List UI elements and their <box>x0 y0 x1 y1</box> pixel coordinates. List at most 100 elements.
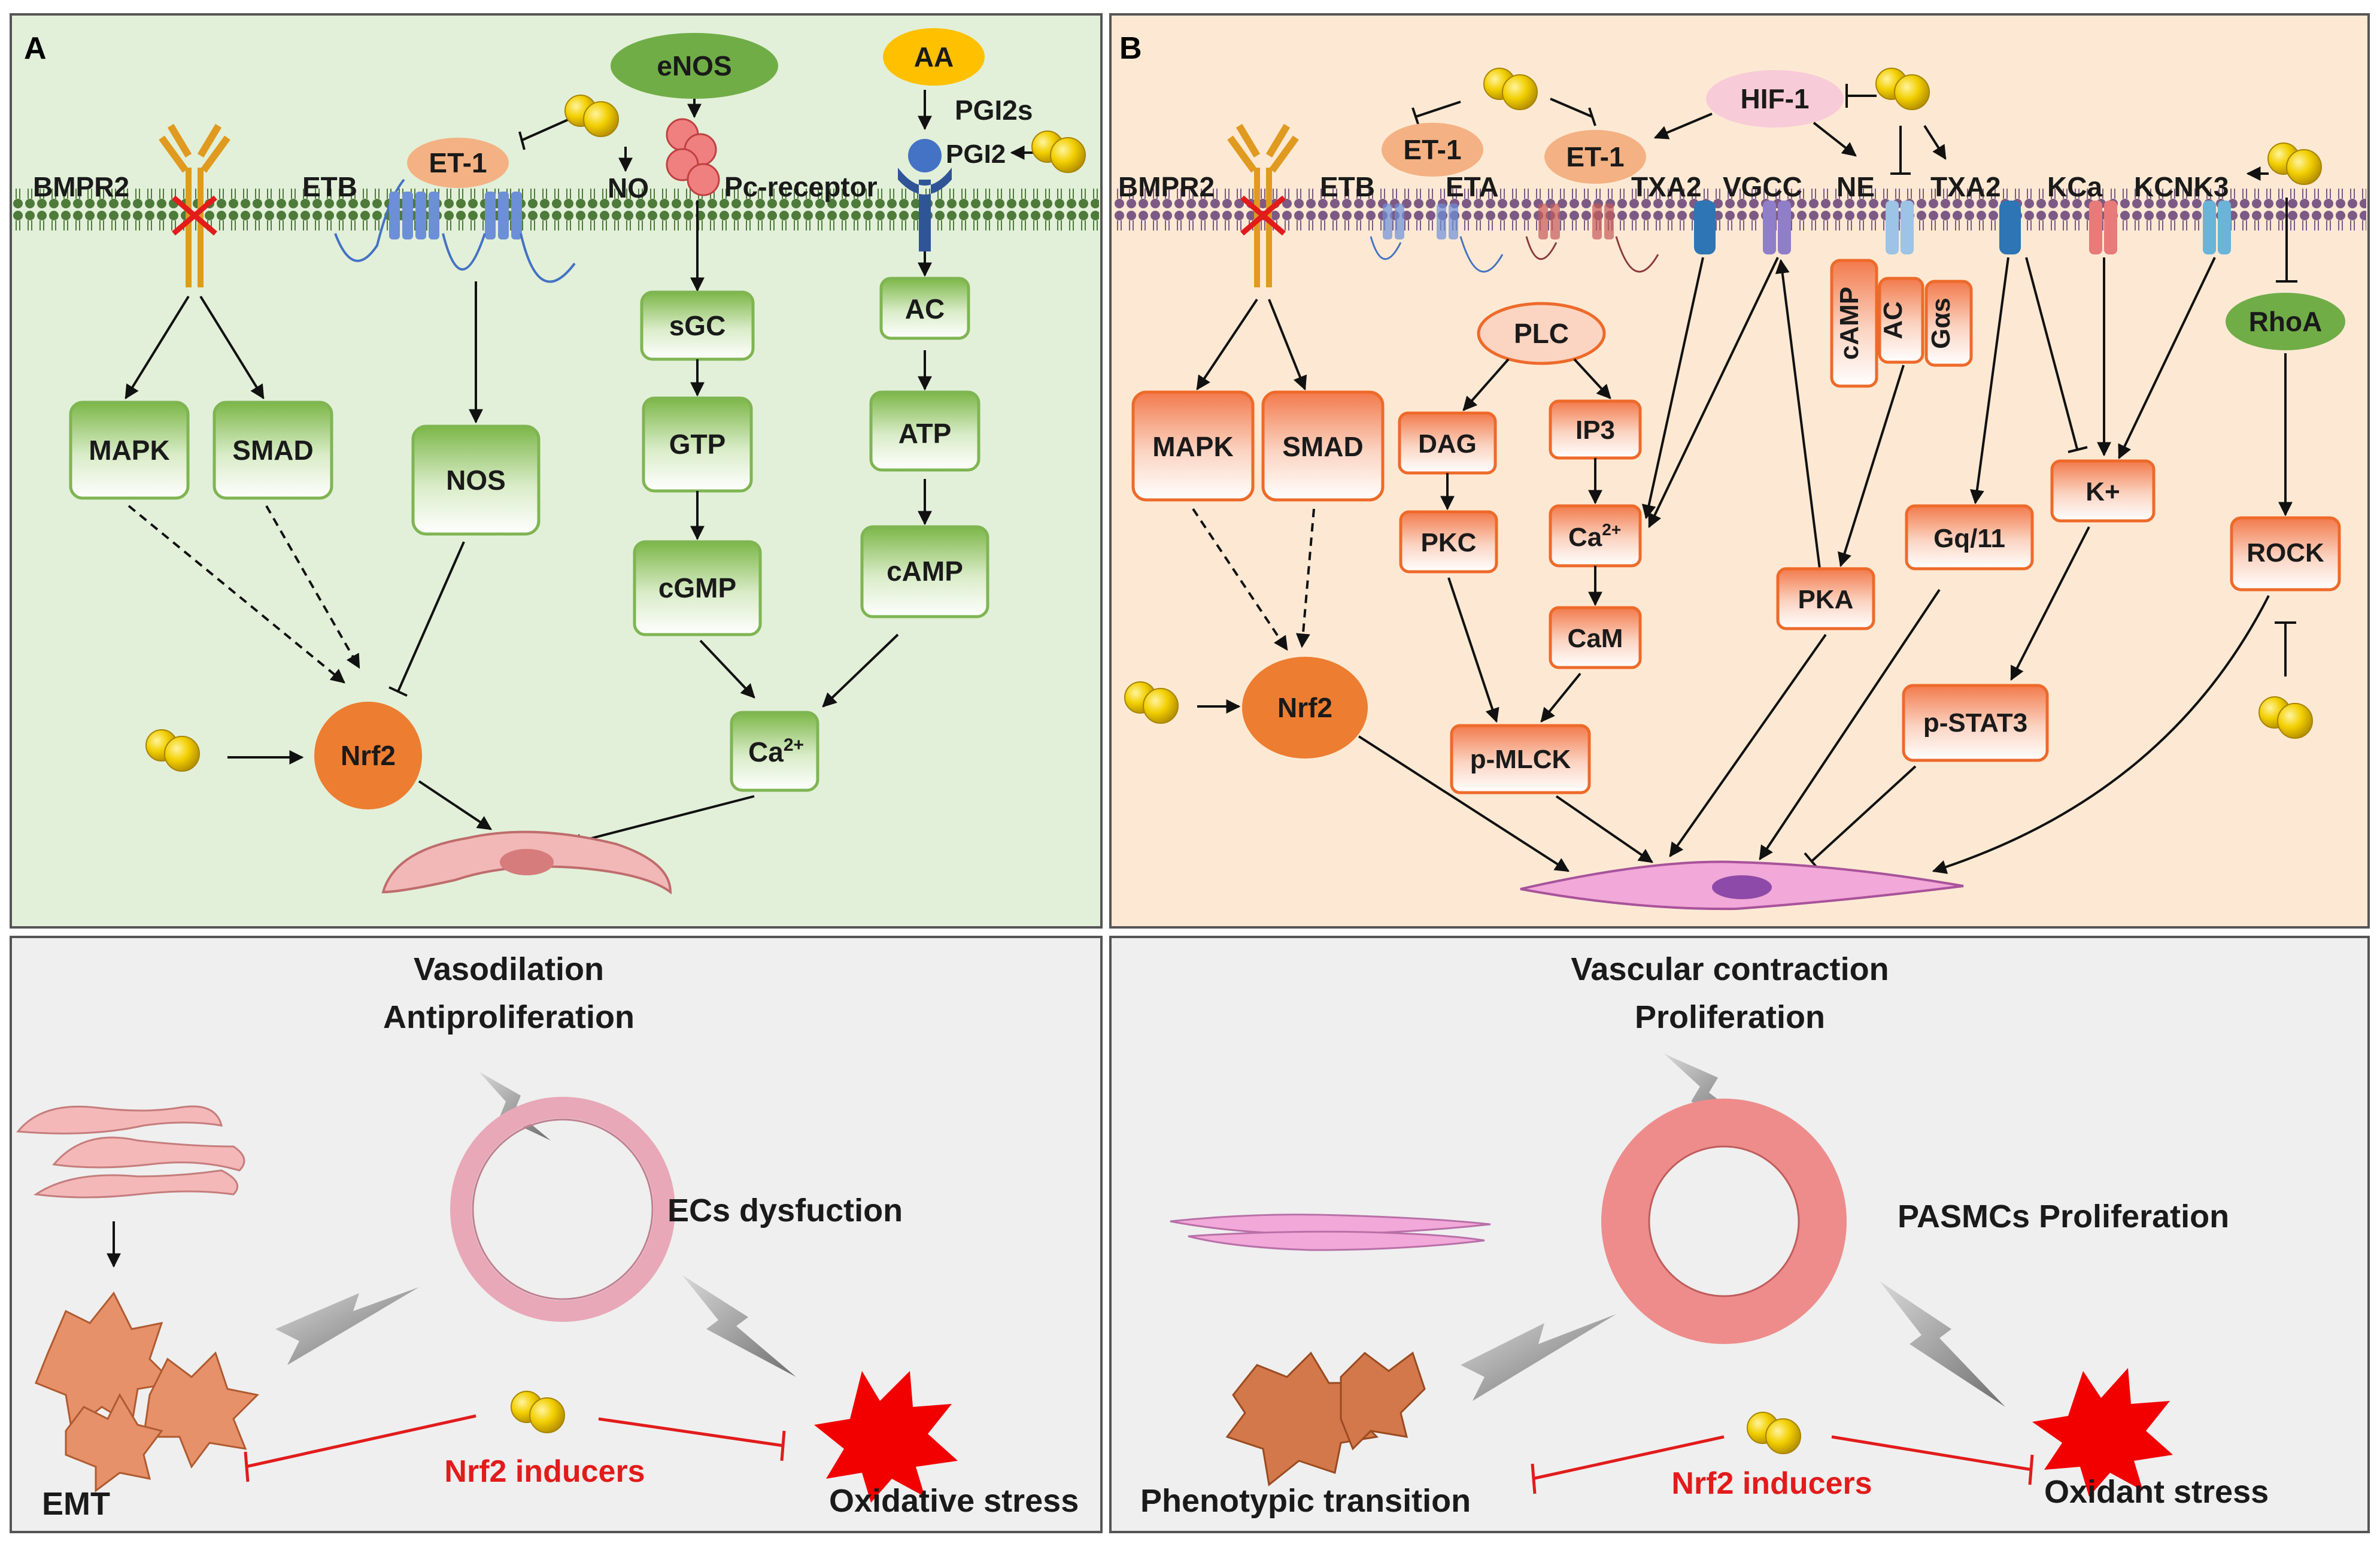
panel-b-hif1-to-ne-arrow <box>1813 122 1857 157</box>
panel-b-hif1-node <box>1706 70 1844 128</box>
panel-b-eta-receptor <box>1525 204 1659 273</box>
panel-a-enos-node <box>611 33 778 99</box>
panel-b-pstat3-box <box>1902 684 2049 762</box>
bottom-right-inducers-to-transition-inhibit <box>1531 1435 1725 1494</box>
panel-a-cgmp-label: cGMP <box>658 572 736 603</box>
panel-b-cam-box <box>1549 606 1642 669</box>
bottom-left-stress-label: Oxidative stress <box>829 1483 1079 1519</box>
panel-b-hif1-label: HIF-1 <box>1741 83 1810 114</box>
panel-a-membrane <box>13 189 1099 230</box>
panel-b-ac-box <box>1878 277 1924 364</box>
panel-b-membrane <box>1113 189 2366 230</box>
bottom-right-bolt-top <box>1664 1054 1748 1123</box>
panel-a-np-to-et1-inhibit <box>518 116 575 150</box>
panel-a-smad-label: SMAD <box>232 435 313 466</box>
panel-a-pgi2-ligand <box>908 139 942 172</box>
panel-b-ca-label: Ca2+ <box>1568 520 1621 552</box>
panel-b-gq11-label: Gq/11 <box>1933 524 2005 553</box>
bottom-left-ring-label: ECs dysfuction <box>667 1193 903 1228</box>
panel-b-smad-box <box>1261 390 1385 502</box>
panel-b-np-to-et1-left-inhibit <box>1411 101 1461 126</box>
panel-b-np-to-txa2-arrow <box>1923 125 1947 160</box>
panel-b-pkc-label: PKC <box>1421 528 1477 557</box>
panel-b-nrf2-node <box>1242 657 1368 759</box>
panel-a-gtp-label: GTP <box>669 429 726 460</box>
panel-b-rock-box <box>2230 516 2341 591</box>
panel-a-ca-label: Ca2+ <box>748 735 804 768</box>
panel-a-atp-label: ATP <box>898 418 952 449</box>
panel-b-bmpr2-receptor <box>1227 123 1299 287</box>
panel-a-bmpr2-receptor <box>159 123 230 287</box>
bottom-left-inducers-to-stress-inhibit <box>598 1417 786 1461</box>
panel-b-ne-label: NE <box>1836 171 1875 202</box>
panel-b-bmpr2-to-mapk-arrow <box>1196 298 1258 390</box>
panel-a-letter: A <box>24 31 47 66</box>
panel-b-etb-label: ETB <box>1320 171 1375 202</box>
panel-b-plc-node <box>1477 302 1606 365</box>
panel-b-bmpr2-label: BMPR2 <box>1118 171 1215 202</box>
panel-b-rhoa-node <box>2226 293 2345 350</box>
panel-b-np-to-rhoa-inhibit <box>2276 198 2297 283</box>
panel-b-et1-right-node <box>1544 130 1646 184</box>
bottom-right-oxidant-stress-burst <box>2032 1368 2173 1497</box>
panel-b-plc-to-ip3-arrow <box>1573 358 1611 399</box>
panel-b-ip3-label: IP3 <box>1575 415 1615 445</box>
panel-a-sgc-label: sGC <box>669 310 726 341</box>
panel-b-kplus-box <box>2050 459 2156 523</box>
panel-b-pmlck-label: p-MLCK <box>1470 745 1571 774</box>
panel-a-cell-nucleus <box>500 849 554 875</box>
panel-a-ca-box <box>730 711 819 792</box>
panel-b-ca-superscript: 2+ <box>1602 520 1621 539</box>
panel-b-pmlck-box <box>1450 724 1591 794</box>
panel-b-vgcc-to-ca-arrow <box>1648 257 1779 529</box>
panel-b-pka-box <box>1776 567 1875 630</box>
panel-b-pka-label: PKA <box>1798 585 1854 614</box>
bottom-right-smc-cluster <box>1170 1214 1491 1251</box>
panel-a-pgi2-label: PGI2 <box>946 139 1006 169</box>
panel-b-smad-to-nrf2-dashed-arrow <box>1295 508 1315 648</box>
panel-a-ca-superscript: 2+ <box>784 735 804 755</box>
bottom-left-oxidative-stress-burst <box>814 1371 958 1503</box>
panel-b-camp-box <box>1830 259 1878 388</box>
bottom-right-phenotypic-cells <box>1225 1351 1426 1487</box>
panel-a-bmpr2-label: BMPR2 <box>33 171 129 202</box>
panel-b-bmpr2-to-smad-arrow <box>1268 299 1307 391</box>
panel-a-ac-box <box>879 277 970 340</box>
bottom-left-bolt-top <box>479 1072 551 1140</box>
panel-b-kplus-label: K+ <box>2085 477 2120 506</box>
panel-b-ne-receptor <box>1886 201 1914 254</box>
bottom-left-bolt-left <box>275 1287 419 1365</box>
panel-b-pka-to-vgcc-arrow <box>1775 259 1821 569</box>
panel-b-pkc-to-pmlck-arrow <box>1447 577 1499 723</box>
panel-b-kcnk3-to-kplus-arrow <box>2118 257 2216 460</box>
panel-b-kplus-to-pstat3-arrow <box>2010 526 2090 681</box>
panel-a-et1-node <box>407 138 509 188</box>
panel-b-rhoa-label: RhoA <box>2249 306 2323 337</box>
panel-a-mapk-box <box>69 401 190 500</box>
panel-b-pkc-box <box>1399 510 1498 574</box>
panel-b-plc-label: PLC <box>1514 318 1569 349</box>
panel-b-txa2-to-ca-arrow <box>1641 257 1704 520</box>
panel-b-kca-channel <box>2089 201 2117 254</box>
panel-a-enos-label: eNOS <box>657 50 731 81</box>
panel-b-np-to-ne-inhibit <box>1890 126 1911 175</box>
panel-a-nos-to-nrf2-inhibit <box>388 541 465 697</box>
panel-a-ca-to-cell-arrow <box>567 795 755 848</box>
panel-b-cell-nucleus <box>1712 875 1772 899</box>
bottom-right-title-line2: Proliferation <box>1635 999 1825 1035</box>
panel-a-bmpr2-to-smad-arrow <box>199 295 265 400</box>
panel-b-vgcc-channel <box>1763 201 1791 254</box>
panel-b-rock-label: ROCK <box>2247 538 2324 568</box>
bottom-left-title-line1: Vasodilation <box>414 951 604 987</box>
panel-b-gq11-to-cell-arrow <box>1759 589 1941 860</box>
panel-b-gas-box <box>1924 280 1973 367</box>
panel-b-letter: B <box>1119 31 1142 66</box>
bottom-left-vessel-ring <box>450 1097 675 1322</box>
panel-b-et1-left-label: ET-1 <box>1403 134 1461 165</box>
panel-b-nrf2-label: Nrf2 <box>1277 692 1332 723</box>
panel-b-et1-right-label: ET-1 <box>1566 141 1624 172</box>
panel-b-cam-label: CaM <box>1568 624 1623 653</box>
panel-b-pka-to-cell-arrow <box>1669 633 1827 857</box>
panel-a-etb-receptor <box>334 178 576 283</box>
